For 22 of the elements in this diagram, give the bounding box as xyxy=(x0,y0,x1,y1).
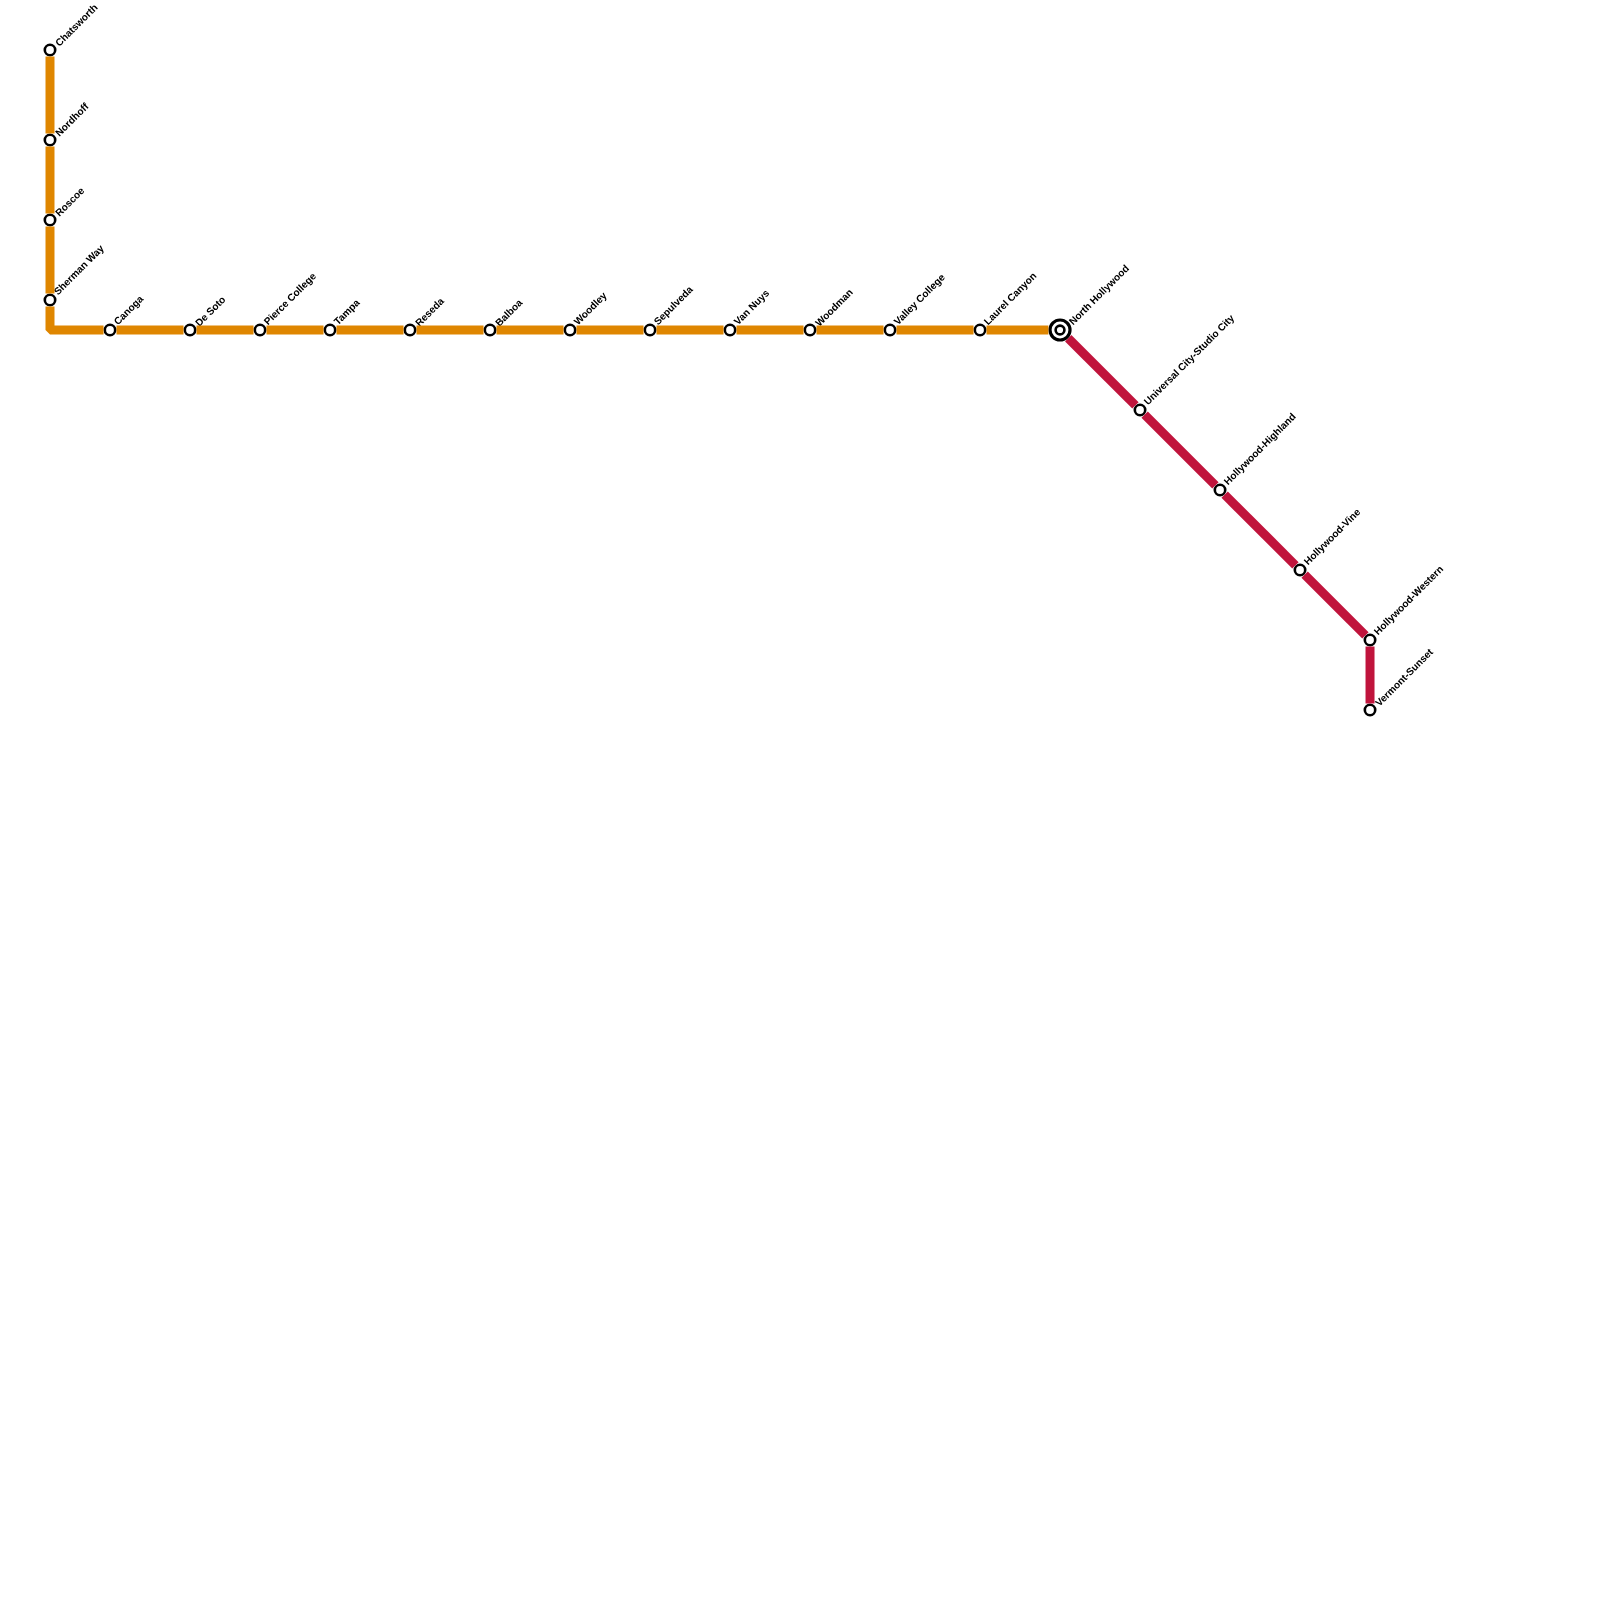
line-segment xyxy=(496,325,564,335)
line-segment xyxy=(816,325,884,335)
line-segment xyxy=(45,306,104,335)
line-segment xyxy=(266,325,324,335)
line-segment xyxy=(1301,571,1369,639)
line-segment xyxy=(576,325,644,335)
line-segment xyxy=(45,226,55,294)
line-segment xyxy=(45,56,55,134)
station-label: De Soto xyxy=(195,297,225,327)
line-segment xyxy=(1141,411,1219,489)
line-segment xyxy=(1065,335,1139,409)
line-segment xyxy=(416,325,484,335)
line-segment xyxy=(736,325,804,335)
line-segment xyxy=(336,325,404,335)
line-segment xyxy=(656,325,724,335)
line-segment xyxy=(986,325,1049,335)
line-segment xyxy=(196,325,254,335)
line-segment xyxy=(1221,491,1299,569)
line-segment xyxy=(45,146,55,214)
line-segment xyxy=(896,325,974,335)
line-segment xyxy=(116,325,184,335)
line-segment xyxy=(1365,646,1375,704)
